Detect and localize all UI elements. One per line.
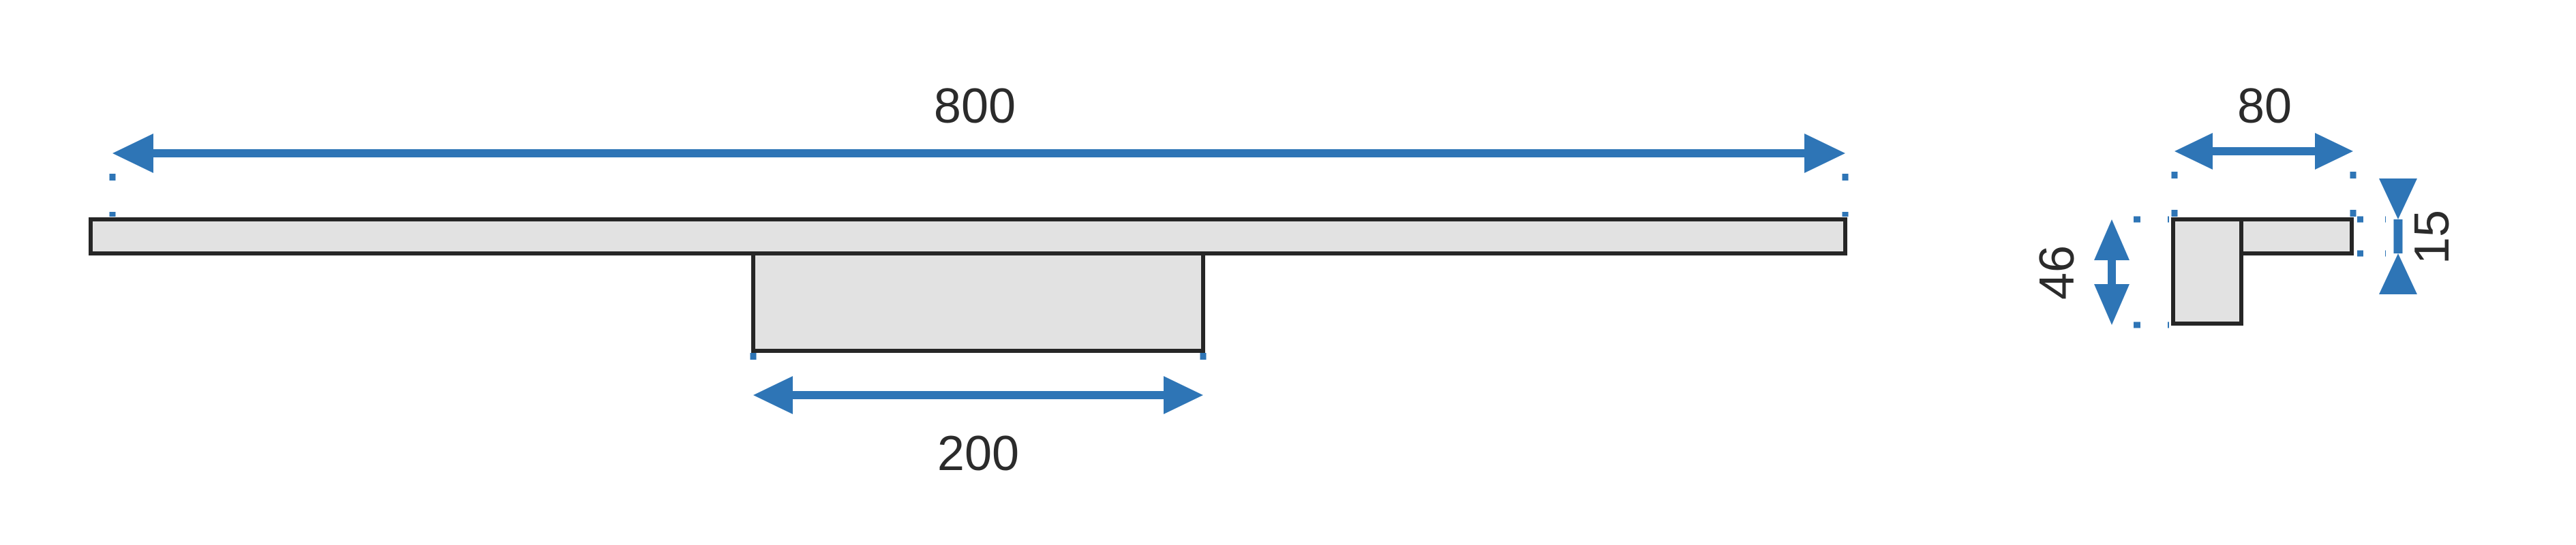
arrowhead-bottom-icon — [2379, 253, 2417, 294]
profile-vertical-leg — [2171, 217, 2243, 326]
arrowhead-left-icon — [2175, 133, 2213, 170]
dimension-height: 46 — [2030, 216, 2169, 328]
arrowhead-right-icon — [1804, 134, 1845, 173]
profile-horizontal-leg — [2239, 217, 2354, 255]
arrowhead-right-icon — [1164, 376, 1203, 414]
dimension-depth: 80 — [2171, 79, 2357, 217]
dimension-thickness: 15 — [2357, 178, 2459, 294]
arrowhead-top-icon — [2094, 219, 2130, 260]
arrowhead-bottom-icon — [2094, 284, 2130, 325]
arrowhead-left-icon — [753, 376, 793, 414]
dimension-label-800: 800 — [934, 79, 1016, 134]
dimension-label-15: 15 — [2405, 210, 2459, 264]
dimension-housing-width: 200 — [750, 353, 1207, 481]
front-view: 800 200 — [89, 79, 1849, 481]
arrowhead-left-icon — [112, 134, 153, 173]
dimension-label-46: 46 — [2030, 245, 2085, 300]
dimension-label-80: 80 — [2237, 79, 2292, 134]
arrowhead-right-icon — [2315, 133, 2353, 170]
arrowhead-top-icon — [2379, 178, 2417, 219]
dimension-overall-length: 800 — [109, 79, 1849, 217]
side-view: 80 46 15 — [2030, 79, 2459, 328]
main-bar — [89, 217, 1847, 255]
dimension-label-200: 200 — [937, 426, 1019, 481]
center-housing-block — [751, 251, 1205, 353]
